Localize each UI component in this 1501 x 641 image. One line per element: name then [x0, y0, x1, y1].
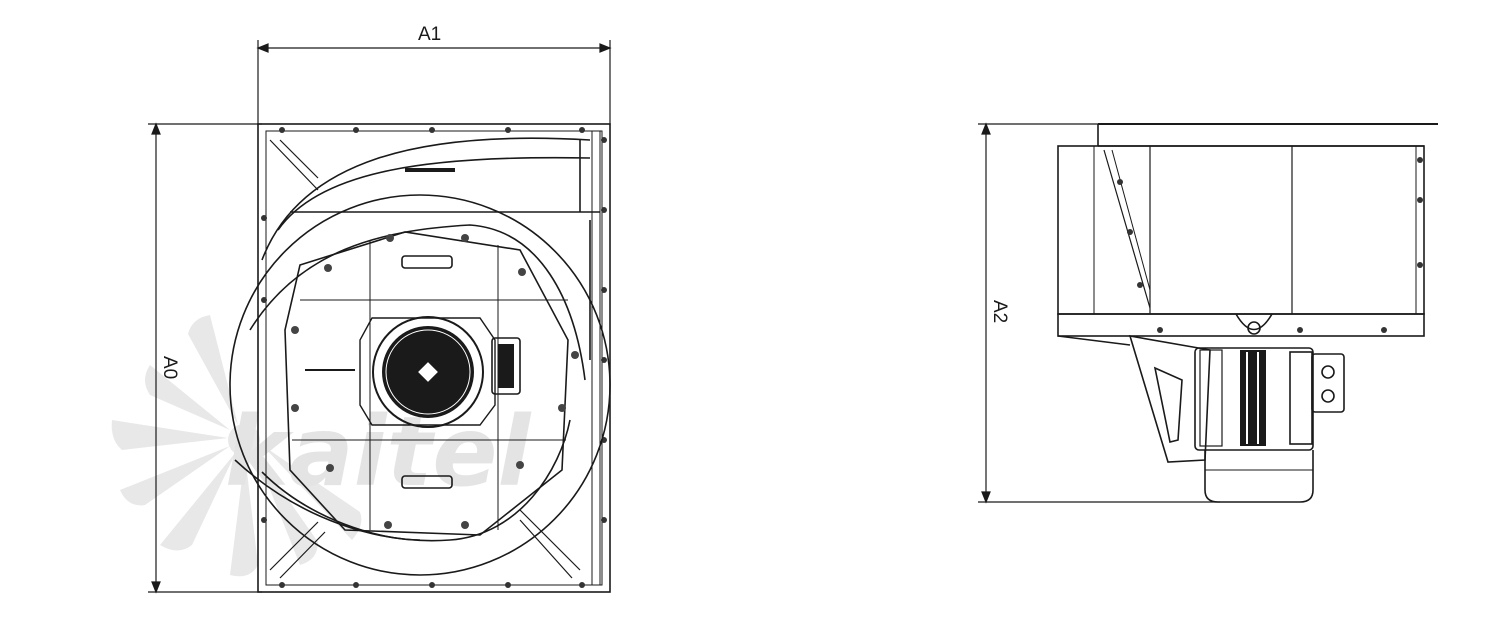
dimension-a2 — [978, 122, 1220, 504]
dim-label-a1: A1 — [418, 24, 441, 45]
volute-scroll — [229, 137, 611, 576]
watermark-text: kaitel — [225, 396, 532, 508]
motor — [359, 316, 521, 428]
side-view: A2 — [978, 122, 1438, 504]
frame-bolts — [261, 127, 607, 588]
hanger-lug — [1235, 313, 1273, 335]
corner-braces — [269, 139, 581, 579]
motor-bracket — [1128, 334, 1211, 463]
front-view: A1 A0 — [148, 24, 612, 594]
dimension-a0 — [148, 122, 262, 594]
side-motor — [1194, 347, 1345, 503]
side-bolts — [1117, 157, 1423, 333]
dim-label-a2: A2 — [989, 300, 1010, 323]
ring-bolts — [291, 234, 579, 529]
top-flange — [1097, 123, 1438, 147]
side-housing — [1057, 145, 1425, 346]
dimension-a1 — [256, 40, 612, 125]
dim-label-a0: A0 — [159, 356, 180, 379]
